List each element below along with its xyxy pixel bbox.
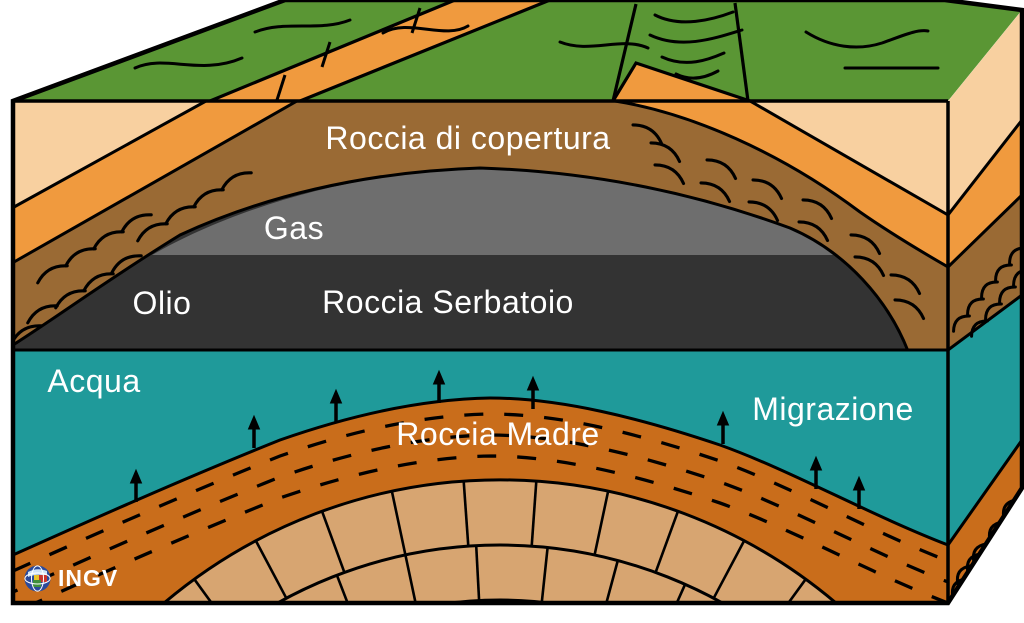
surface-streams (133, 10, 940, 80)
top-face (13, 0, 1022, 101)
surface-fault-wedge (613, 63, 750, 101)
cap-rock-texture-dashes (13, 123, 926, 345)
surface-grass (13, 0, 1022, 101)
layer-outcrop-right (948, 120, 1022, 267)
front-face-boundaries (13, 101, 948, 603)
layer-limestone-arch (164, 479, 836, 603)
layer-topsoil-right (948, 10, 1022, 215)
migration-arrows (129, 369, 866, 509)
limestone-brick-joints (193, 481, 807, 603)
layer-water-right (948, 295, 1022, 545)
layer-source-rock-right (948, 440, 1022, 603)
right-face-boundaries (948, 119, 1022, 546)
limestone-brick-arcs (164, 543, 836, 603)
surface-outcrop-band (210, 0, 550, 101)
ingv-globe-icon (24, 565, 51, 592)
ingv-logo-text: INGV (58, 565, 119, 591)
block-edges (10, 0, 1024, 606)
ingv-logo: INGV (24, 565, 118, 592)
surface-boundaries (209, 0, 751, 101)
right-face (948, 10, 1022, 603)
layer-gas-dome (152, 168, 833, 255)
front-face (13, 101, 948, 603)
